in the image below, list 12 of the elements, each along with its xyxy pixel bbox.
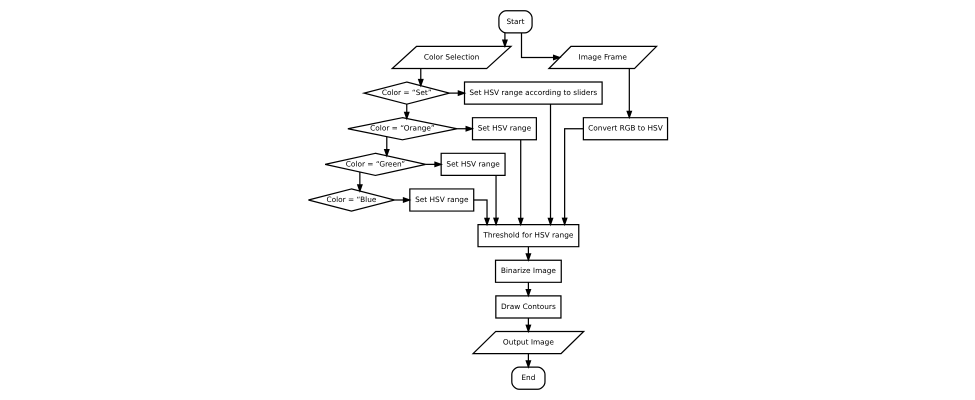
arrow: [517, 140, 524, 226]
arrow: [383, 136, 390, 158]
arrow: [547, 104, 554, 226]
arrow: [425, 161, 442, 168]
arrow: [520, 32, 562, 60]
arrow: [561, 128, 583, 226]
arrow: [417, 68, 424, 88]
arrow: [492, 176, 499, 226]
arrow: [403, 104, 410, 120]
arrow: [626, 68, 632, 120]
arrow: [356, 172, 362, 193]
arrow: [456, 126, 474, 132]
